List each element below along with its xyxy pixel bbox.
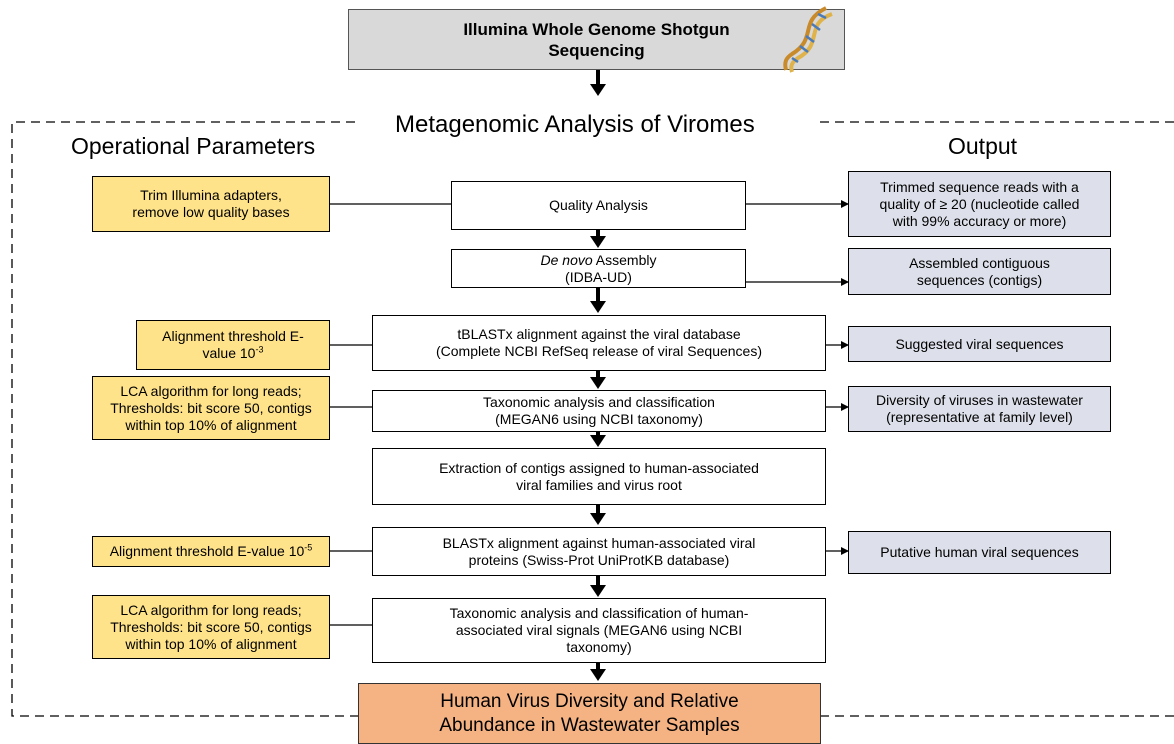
output-putative-human: Putative human viral sequences bbox=[848, 531, 1111, 574]
taxonomy-line1: Taxonomic analysis and classification bbox=[483, 394, 715, 410]
taxonomy2-line3: taxonomy) bbox=[566, 639, 632, 655]
step-de-novo-assembly: De novo Assembly (IDBA-UD) bbox=[451, 249, 746, 288]
p3-line2: Thresholds: bit score 50, contigs bbox=[110, 399, 312, 416]
blastx-line2: proteins (Swiss-Prot UniProtKB database) bbox=[468, 551, 730, 568]
o5-line1: Putative human viral sequences bbox=[880, 544, 1079, 560]
p5-line3: within top 10% of alignment bbox=[125, 635, 297, 652]
tblastx-line2: (Complete NCBI RefSeq release of viral S… bbox=[435, 343, 763, 359]
output-trimmed-reads: Trimmed sequence reads with a quality of… bbox=[848, 171, 1111, 237]
p5-line2: Thresholds: bit score 50, contigs bbox=[110, 618, 312, 635]
taxonomy-line2: (MEGAN6 using NCBI taxonomy) bbox=[495, 411, 703, 427]
final-line1: Human Virus Diversity and Relative bbox=[440, 690, 739, 712]
taxonomy2-line1: Taxonomic analysis and classification of… bbox=[449, 605, 749, 621]
output-suggested-viral: Suggested viral sequences bbox=[848, 326, 1111, 362]
taxonomy2-line2: associated viral signals (MEGAN6 using N… bbox=[455, 622, 743, 638]
diagram-title: Metagenomic Analysis of Viromes bbox=[395, 111, 755, 138]
p4-line1: Alignment threshold E-value 10 bbox=[109, 543, 305, 559]
step-taxonomic-analysis: Taxonomic analysis and classification (M… bbox=[372, 390, 826, 432]
sequencing-header-box: Illumina Whole Genome Shotgun Sequencing bbox=[348, 9, 845, 70]
assembly-rest: Assembly bbox=[592, 251, 657, 268]
step-quality-analysis: Quality Analysis bbox=[451, 181, 746, 230]
extract-line1: Extraction of contigs assigned to human-… bbox=[439, 459, 759, 476]
param-trim-adapters: Trim Illumina adapters, remove low quali… bbox=[92, 176, 330, 232]
p1-line2: remove low quality bases bbox=[132, 204, 290, 220]
final-result-box: Human Virus Diversity and Relative Abund… bbox=[358, 683, 821, 744]
o1-line3: with 99% accuracy or more) bbox=[892, 212, 1067, 229]
p4-sup: -5 bbox=[304, 542, 313, 553]
header-line2: Sequencing bbox=[548, 40, 645, 60]
output-virus-diversity: Diversity of viruses in wastewater (repr… bbox=[848, 386, 1111, 432]
p5-line1: LCA algorithm for long reads; bbox=[120, 601, 302, 618]
step-tblastx: tBLASTx alignment against the viral data… bbox=[372, 315, 826, 371]
params-column-label: Operational Parameters bbox=[71, 133, 316, 159]
step-human-taxonomy: Taxonomic analysis and classification of… bbox=[372, 598, 826, 663]
p2-line1: Alignment threshold E- bbox=[162, 328, 304, 344]
dashed-frame bbox=[11, 121, 1174, 717]
tblastx-line1: tBLASTx alignment against the viral data… bbox=[457, 326, 741, 342]
o1-line2: quality of ≥ 20 (nucleotide called bbox=[879, 195, 1080, 212]
step-blastx: BLASTx alignment against human-associate… bbox=[372, 527, 826, 576]
o3-line1: Suggested viral sequences bbox=[895, 335, 1064, 352]
o2-line2: sequences (contigs) bbox=[916, 271, 1043, 288]
output-connectors bbox=[746, 200, 849, 555]
extract-line2: viral families and virus root bbox=[516, 476, 682, 493]
o4-line2: (representative at family level) bbox=[886, 409, 1073, 425]
param-lca-2: LCA algorithm for long reads; Thresholds… bbox=[92, 595, 330, 659]
dna-helix-icon bbox=[783, 6, 833, 73]
quality-label: Quality Analysis bbox=[549, 197, 648, 213]
o4-line1: Diversity of viruses in wastewater bbox=[876, 392, 1083, 408]
p1-line1: Trim Illumina adapters, bbox=[140, 187, 282, 203]
step-extraction: Extraction of contigs assigned to human-… bbox=[372, 448, 826, 505]
p3-line3: within top 10% of alignment bbox=[125, 416, 297, 433]
blastx-line1: BLASTx alignment against human-associate… bbox=[442, 534, 756, 551]
param-connectors bbox=[330, 203, 451, 626]
p2-line2: value 10 bbox=[202, 345, 256, 361]
param-alignment-threshold-2: Alignment threshold E-value 10-5 bbox=[92, 536, 330, 567]
flow-arrows bbox=[590, 69, 606, 681]
assembly-italic: De novo bbox=[540, 251, 593, 268]
o2-line1: Assembled contiguous bbox=[909, 254, 1050, 271]
assembly-line2: (IDBA-UD) bbox=[565, 268, 632, 285]
output-contigs: Assembled contiguous sequences (contigs) bbox=[848, 248, 1111, 295]
final-line2: Abundance in Wastewater Samples bbox=[439, 714, 740, 736]
p3-line1: LCA algorithm for long reads; bbox=[120, 382, 302, 399]
p2-sup: -3 bbox=[255, 344, 264, 355]
param-lca-1: LCA algorithm for long reads; Thresholds… bbox=[92, 376, 330, 440]
o1-line1: Trimmed sequence reads with a bbox=[880, 178, 1079, 195]
output-column-label: Output bbox=[948, 133, 1018, 159]
header-line1: Illumina Whole Genome Shotgun bbox=[463, 19, 730, 39]
param-alignment-threshold-1: Alignment threshold E- value 10-3 bbox=[136, 320, 330, 370]
